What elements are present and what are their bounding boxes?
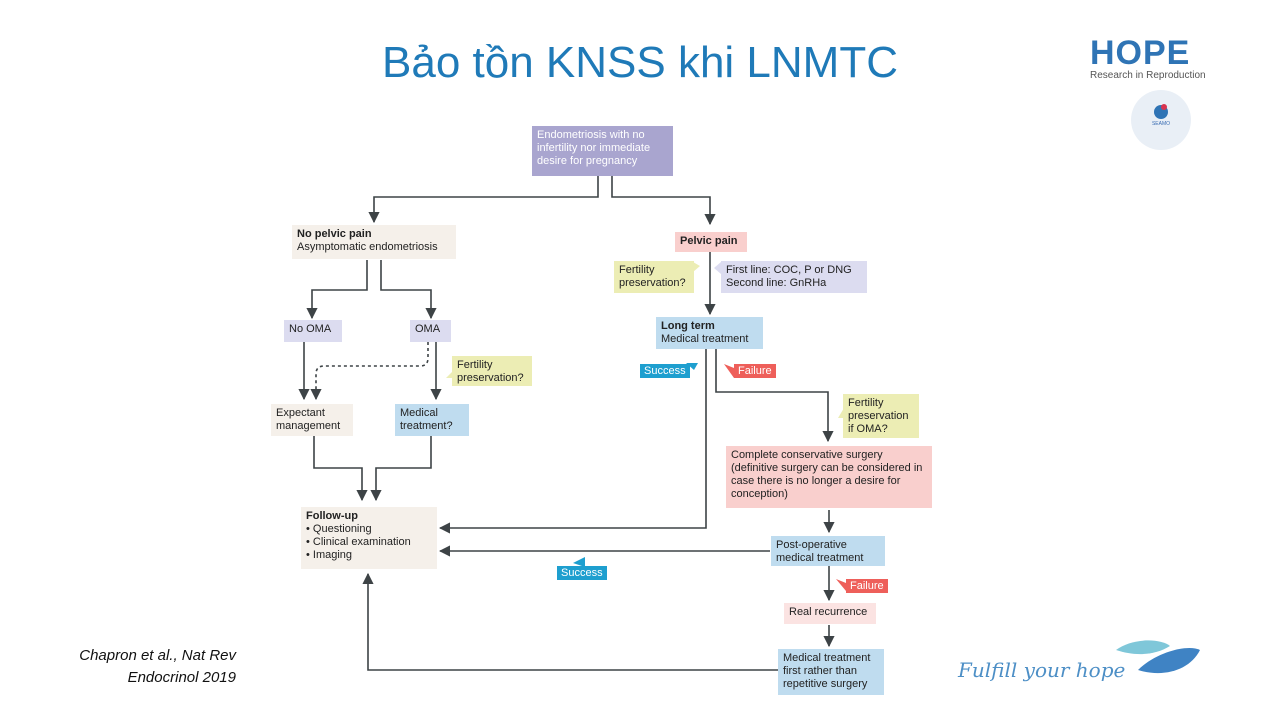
real-recurrence-box: Real recurrence — [784, 603, 876, 624]
no-pelvic-pain-title: No pelvic pain — [297, 228, 372, 240]
hope-leaf-icon — [1116, 640, 1200, 674]
arrow-oma-to-expectant-dashed — [310, 342, 429, 401]
follow-up-box: Follow-up • Questioning • Clinical exami… — [301, 507, 437, 569]
arrow-longterm-success-to-followup — [438, 348, 707, 534]
treatment-lines-box: First line: COC, P or DNG Second line: G… — [721, 261, 867, 293]
no-pelvic-pain-subtitle: Asymptomatic endometriosis — [297, 241, 438, 253]
long-term-subtitle: Medical treatment — [661, 333, 749, 345]
callout-tail-failure-2 — [836, 579, 846, 591]
arrow-expectant-to-followup — [313, 436, 368, 502]
hope-logo: HOPE — [1090, 34, 1191, 72]
no-pelvic-pain-box: No pelvic pain Asymptomatic endometriosi… — [292, 225, 456, 259]
medical-treatment-question-box: Medical treatment? — [395, 404, 469, 436]
slide-title: Bảo tồn KNSS khi LNMTC — [382, 38, 898, 87]
success-tag-1: Success — [640, 364, 690, 378]
failure-tag-1: Failure — [734, 364, 776, 378]
seamo-logo: SEAMO — [1131, 90, 1191, 150]
medical-treatment-first-box: Medical treatment first rather than repe… — [778, 649, 884, 695]
follow-up-title: Follow-up — [306, 510, 358, 522]
callout-tail-fertility-1 — [446, 372, 452, 378]
arrow-root-to-pelvic-pain — [611, 176, 716, 226]
callout-tail-fertility-3 — [838, 408, 844, 418]
fertility-preservation-callout-1: Fertility preservation? — [452, 356, 532, 386]
seamo-emblem-icon — [1154, 104, 1168, 119]
expectant-management-box: Expectant management — [271, 404, 353, 436]
root-condition-box: Endometriosis with no infertility nor im… — [532, 126, 673, 176]
callout-tail-failure-1 — [724, 364, 734, 378]
citation: Chapron et al., Nat Rev Endocrinol 2019 — [40, 645, 236, 689]
post-operative-treatment-box: Post-operative medical treatment — [771, 536, 885, 566]
complete-conservative-surgery-box: Complete conservative surgery (definitiv… — [726, 446, 932, 508]
fertility-preservation-callout-2: Fertility preservation? — [614, 261, 694, 293]
arrow-medfirst-to-followup — [362, 572, 778, 671]
fulfill-slogan: Fulfill your hope — [958, 658, 1126, 682]
success-tag-2: Success — [557, 566, 607, 580]
pelvic-pain-box: Pelvic pain — [675, 232, 747, 252]
arrow-no-pain-to-oma — [380, 260, 437, 320]
fertility-preservation-callout-3: Fertility preservation if OMA? — [843, 394, 919, 438]
arrow-no-pain-to-no-oma — [306, 260, 368, 320]
failure-tag-2: Failure — [846, 579, 888, 593]
seamo-label: SEAMO — [1151, 121, 1171, 127]
callout-tail-success-2 — [573, 557, 585, 567]
oma-box: OMA — [410, 320, 451, 342]
citation-line-2: Endocrinol 2019 — [127, 669, 236, 686]
long-term-title: Long term — [661, 320, 715, 332]
callout-tail-lines — [714, 262, 721, 274]
arrow-longterm-failure-to-surgery — [715, 348, 834, 443]
arrow-medical-to-followup — [370, 436, 432, 502]
long-term-medical-box: Long term Medical treatment — [656, 317, 763, 349]
follow-up-item: • Imaging — [306, 549, 353, 561]
callout-tail-fertility-2 — [693, 262, 700, 272]
follow-up-item: • Questioning — [306, 523, 372, 535]
follow-up-item: • Clinical examination — [306, 536, 411, 548]
citation-line-1: Chapron et al., Nat Rev — [79, 647, 236, 664]
hope-tagline: Research in Reproduction — [1090, 70, 1206, 81]
arrow-root-to-no-pain — [368, 176, 599, 224]
no-oma-box: No OMA — [284, 320, 342, 342]
